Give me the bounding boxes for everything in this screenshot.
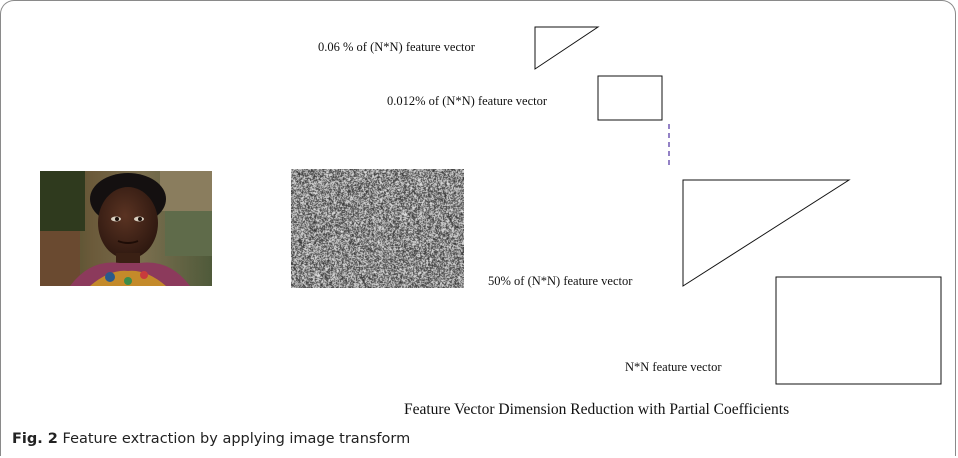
transform-coefficient-image [291, 169, 464, 288]
label-nn-feature-vector: N*N feature vector [625, 360, 722, 374]
figure-number: Fig. 2 [12, 431, 58, 447]
figure-caption: Fig. 2 Feature extraction by applying im… [12, 431, 410, 447]
input-face-image [40, 171, 212, 286]
rect-nn-feature-vector [775, 276, 942, 385]
label-0-012-percent: 0.012% of (N*N) feature vector [387, 94, 548, 108]
label-0-06-percent: 0.06 % of (N*N) feature vector [318, 40, 475, 54]
caption-text: Feature extraction by applying image tra… [62, 431, 411, 447]
diagram-title: Feature Vector Dimension Reduction with … [404, 401, 790, 418]
label-50-percent: 50% of (N*N) feature vector [488, 274, 633, 288]
triangle-50-percent [682, 179, 851, 287]
triangle-0-06-percent [534, 26, 600, 70]
rect-0-012-percent [597, 75, 663, 121]
